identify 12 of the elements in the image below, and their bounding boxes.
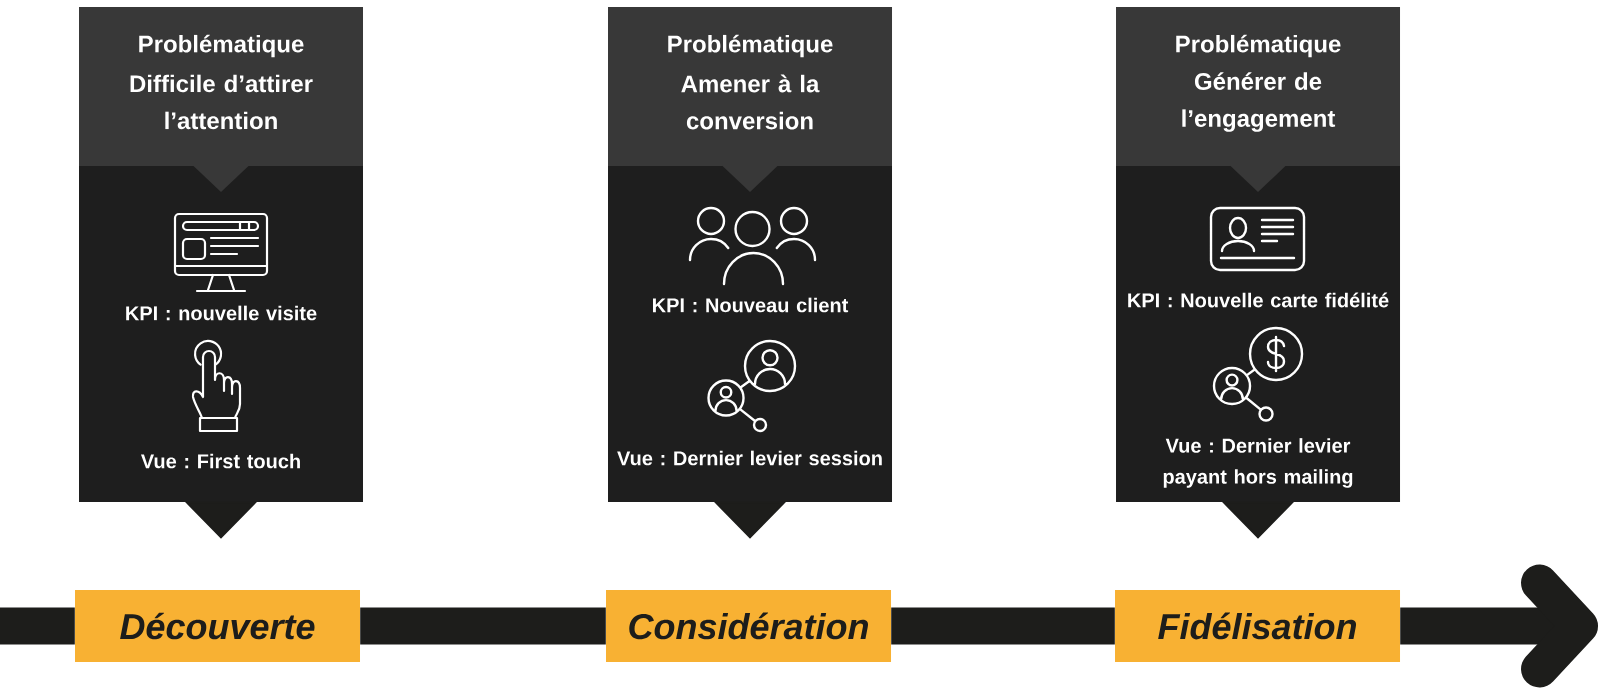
view-text: Vue : Dernier levier session bbox=[617, 450, 882, 466]
view-text: Vue : Dernier levier payant hors mailing bbox=[1163, 438, 1353, 488]
stage-box: Fidélisation bbox=[1115, 590, 1400, 662]
stage-box: Découverte bbox=[75, 590, 360, 662]
kpi-text: KPI : Nouvelle carte fidélité bbox=[1128, 292, 1389, 308]
kpi-text: KPI : nouvelle visite bbox=[126, 305, 317, 321]
stage-box: Considération bbox=[606, 590, 891, 662]
timeline-bar bbox=[891, 607, 1115, 645]
kpi-text: KPI : Nouveau client bbox=[653, 297, 849, 313]
view-text: Vue : First touch bbox=[140, 453, 300, 469]
timeline-bar bbox=[0, 607, 75, 645]
timeline-bar bbox=[360, 607, 606, 645]
